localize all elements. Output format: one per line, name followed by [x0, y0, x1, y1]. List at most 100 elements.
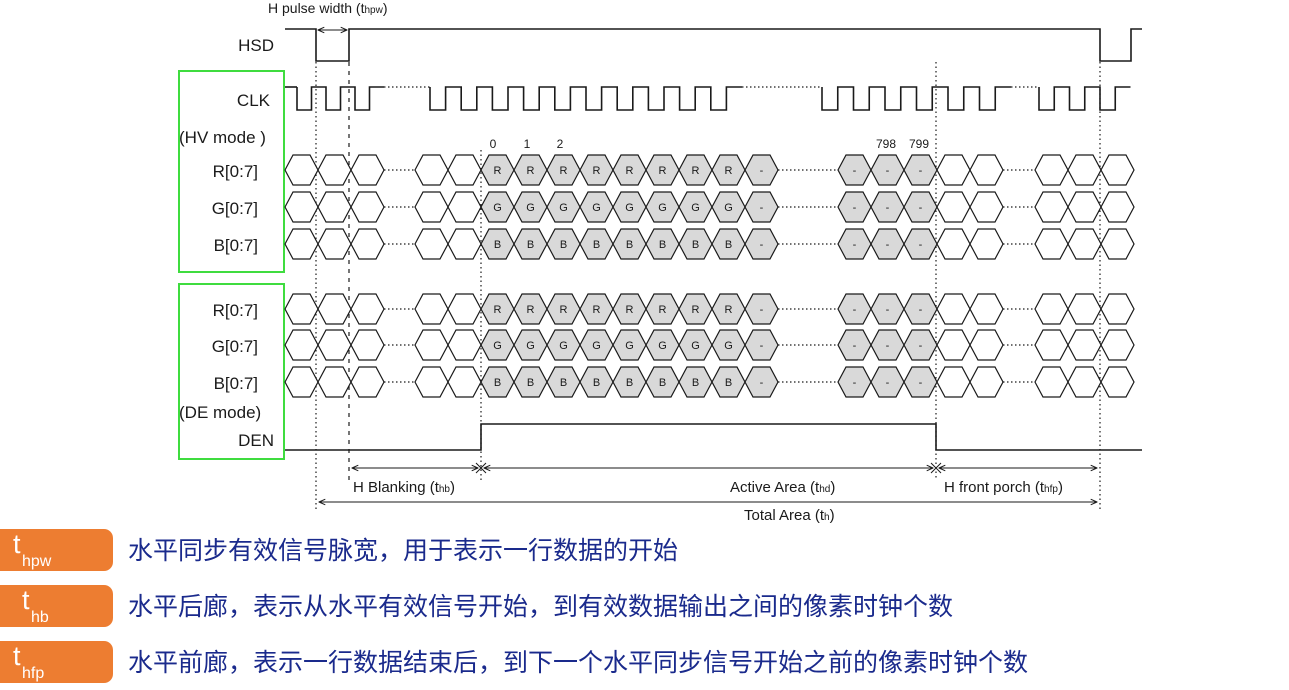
bus-row-2-blank-cell [1067, 191, 1102, 223]
bus-row-6-data-cell-letter: B [494, 377, 501, 389]
term-symbol: t [13, 529, 21, 559]
bus-row-3-blank-cell [969, 228, 1004, 260]
clk-waveform [285, 86, 1131, 111]
bus-row-5-blank-cell [284, 329, 319, 361]
bus-row-1-blank-cell [1034, 154, 1069, 186]
bus-row-2-blank-cell [1100, 191, 1135, 223]
bus-row-5-blank-cell [1100, 329, 1135, 361]
term-tag-thpw: t hpw [0, 529, 113, 571]
definition-row-thpw: t hpw 水平同步有效信号脉宽，用于表示一行数据的开始 [0, 527, 1289, 573]
bus-row-1-blank-cell [447, 154, 482, 186]
clk-segment-1 [296, 86, 384, 111]
bus-row-5-blank-cell [414, 329, 449, 361]
bus-row-5-blank-cell [317, 329, 352, 361]
bus-row-5-data-cell-letter: G [526, 340, 535, 352]
bus-row-4-data-cell-letter: R [659, 304, 667, 316]
bus-row-4-blank-cell [1034, 293, 1069, 325]
bus-row-3-blank-cell [350, 228, 385, 260]
bus-row-3-data-cell-letter: B [626, 239, 633, 251]
bus-row-3-blank-cell [447, 228, 482, 260]
bus-row-2-data-cell-letter: - [919, 202, 923, 214]
bus-row-5-data-cell-letter: - [760, 340, 764, 352]
bus-row-4-data-cell-letter: R [725, 304, 733, 316]
bus-row-6-data-cell-letter: - [886, 377, 890, 389]
bus-row-5-data-cell-letter: G [724, 340, 733, 352]
bus-row-1-blank-cell [969, 154, 1004, 186]
pixel-index-798: 798 [876, 137, 896, 151]
h-blanking-label: H Blanking (thb) [353, 479, 455, 496]
bus-row-5-data-cell-letter: - [886, 340, 890, 352]
bus-row-3-data-cell-letter: B [593, 239, 600, 251]
pixel-index-0: 0 [490, 137, 497, 151]
term-tag-thfp: t hfp [0, 641, 113, 683]
hv-mode-box [178, 70, 285, 273]
pulse-width-label: H pulse width (thpw) [268, 0, 388, 16]
bus-row-5-data-cell-letter: - [919, 340, 923, 352]
bus-row-1-data-cell-letter: R [626, 165, 634, 177]
bus-row-4-blank-cell [1067, 293, 1102, 325]
bus-row-4-blank-cell [414, 293, 449, 325]
bus-row-6-data-cell-letter: B [692, 377, 699, 389]
bus-row-3-data-cell-letter: - [853, 239, 857, 251]
term-subscript: hfp [22, 665, 45, 682]
bus-row-5-blank-cell [1034, 329, 1069, 361]
bus-row-2-data-cell-letter: - [760, 202, 764, 214]
hsd-waveform [285, 28, 1142, 62]
signal-label-b-de: B[0:7] [214, 374, 258, 393]
bus-row-5-blank-cell [447, 329, 482, 361]
bus-row-1-blank-cell [1100, 154, 1135, 186]
bus-row-6-blank-cell [1067, 366, 1102, 398]
signal-label-r-hv: R[0:7] [213, 162, 258, 181]
hv-mode-label: (HV mode ) [179, 128, 266, 147]
bus-row-6-blank-cell [350, 366, 385, 398]
de-mode-label: (DE mode) [179, 403, 261, 422]
bus-row-5-data-cell-letter: G [658, 340, 667, 352]
den-waveform [285, 423, 1142, 451]
bus-row-5-blank-cell [350, 329, 385, 361]
bus-row-3-blank-cell [1100, 228, 1135, 260]
signal-label-den: DEN [238, 431, 274, 450]
bus-row-4-blank-cell [350, 293, 385, 325]
bus-row-6-blank-cell [414, 366, 449, 398]
bus-row-5-data-cell-letter: G [592, 340, 601, 352]
bus-row-3-data-cell-letter: - [760, 239, 764, 251]
bus-row-4-blank-cell [317, 293, 352, 325]
bus-row-1-data-cell-letter: - [760, 165, 764, 177]
bus-row-6-data-cell-letter: - [853, 377, 857, 389]
pixel-index-799: 799 [909, 137, 929, 151]
bus-row-6-blank-cell [447, 366, 482, 398]
bus-row-4-data-cell-letter: R [527, 304, 535, 316]
bus-row-4-data-cell-letter: - [853, 304, 857, 316]
bus-row-4-data-cell-letter: - [919, 304, 923, 316]
bus-row-3-data-cell-letter: B [494, 239, 501, 251]
bus-row-4-data-cell-letter: - [760, 304, 764, 316]
bus-row-1-data-cell-letter: R [725, 165, 733, 177]
clk-segment-2 [429, 86, 742, 111]
bus-row-2-data-cell-letter: - [853, 202, 857, 214]
bus-row-1-blank-cell [350, 154, 385, 186]
bus-row-3-blank-cell [284, 228, 319, 260]
bus-row-3-data-cell-letter: - [886, 239, 890, 251]
bus-row-6-data-cell-letter: - [760, 377, 764, 389]
bus-row-1-data-cell-letter: R [560, 165, 568, 177]
clk-segment-3 [821, 86, 1011, 111]
bus-row-6-blank-cell [936, 366, 971, 398]
bus-row-6-blank-cell [969, 366, 1004, 398]
bus-row-4-data-cell-letter: - [886, 304, 890, 316]
bus-row-5-data-cell-letter: G [691, 340, 700, 352]
definition-row-thfp: t hfp 水平前廊，表示一行数据结束后，到下一个水平同步信号开始之前的像素时钟… [0, 639, 1289, 685]
timing-diagram: H pulse width (thpw) HSD CLK (HV mode ) … [178, 0, 1142, 524]
term-symbol: t [13, 641, 21, 671]
bus-row-3-data-cell-letter: B [725, 239, 732, 251]
bus-row-4-blank-cell [969, 293, 1004, 325]
bus-row-3-data-cell-letter: B [527, 239, 534, 251]
bus-row-5-data-cell-letter: G [493, 340, 502, 352]
bus-row-3-data-cell-letter: B [659, 239, 666, 251]
bus-row-1-blank-cell [284, 154, 319, 186]
definition-row-thb: t hb 水平后廊，表示从水平有效信号开始，到有效数据输出之间的像素时钟个数 [0, 583, 1289, 629]
h-front-porch-label: H front porch (thfp) [944, 479, 1063, 496]
clk-segment-4 [1038, 86, 1131, 111]
bus-row-5-data-cell-letter: G [625, 340, 634, 352]
bus-row-1-data-cell-letter: R [659, 165, 667, 177]
